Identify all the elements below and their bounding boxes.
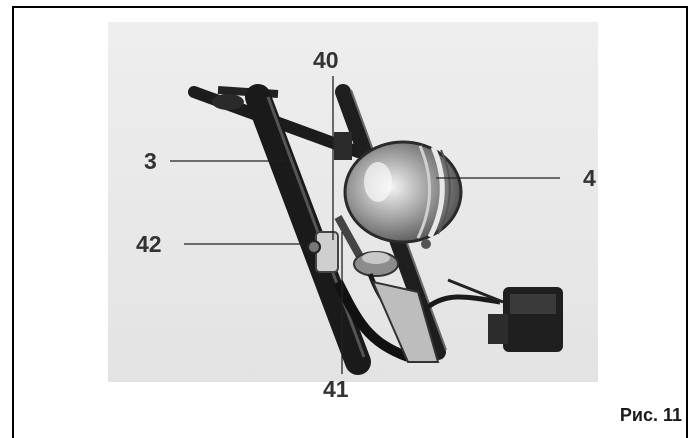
callout-3: 3 xyxy=(144,148,157,174)
figure-frame xyxy=(12,6,688,438)
callout-42: 42 xyxy=(136,231,162,257)
handlebar-headlight-photo xyxy=(108,22,598,382)
callout-40: 40 xyxy=(313,47,339,73)
callout-4: 4 xyxy=(583,165,596,191)
figure-caption: Рис. 11 xyxy=(619,405,682,425)
callout-41: 41 xyxy=(323,376,349,402)
